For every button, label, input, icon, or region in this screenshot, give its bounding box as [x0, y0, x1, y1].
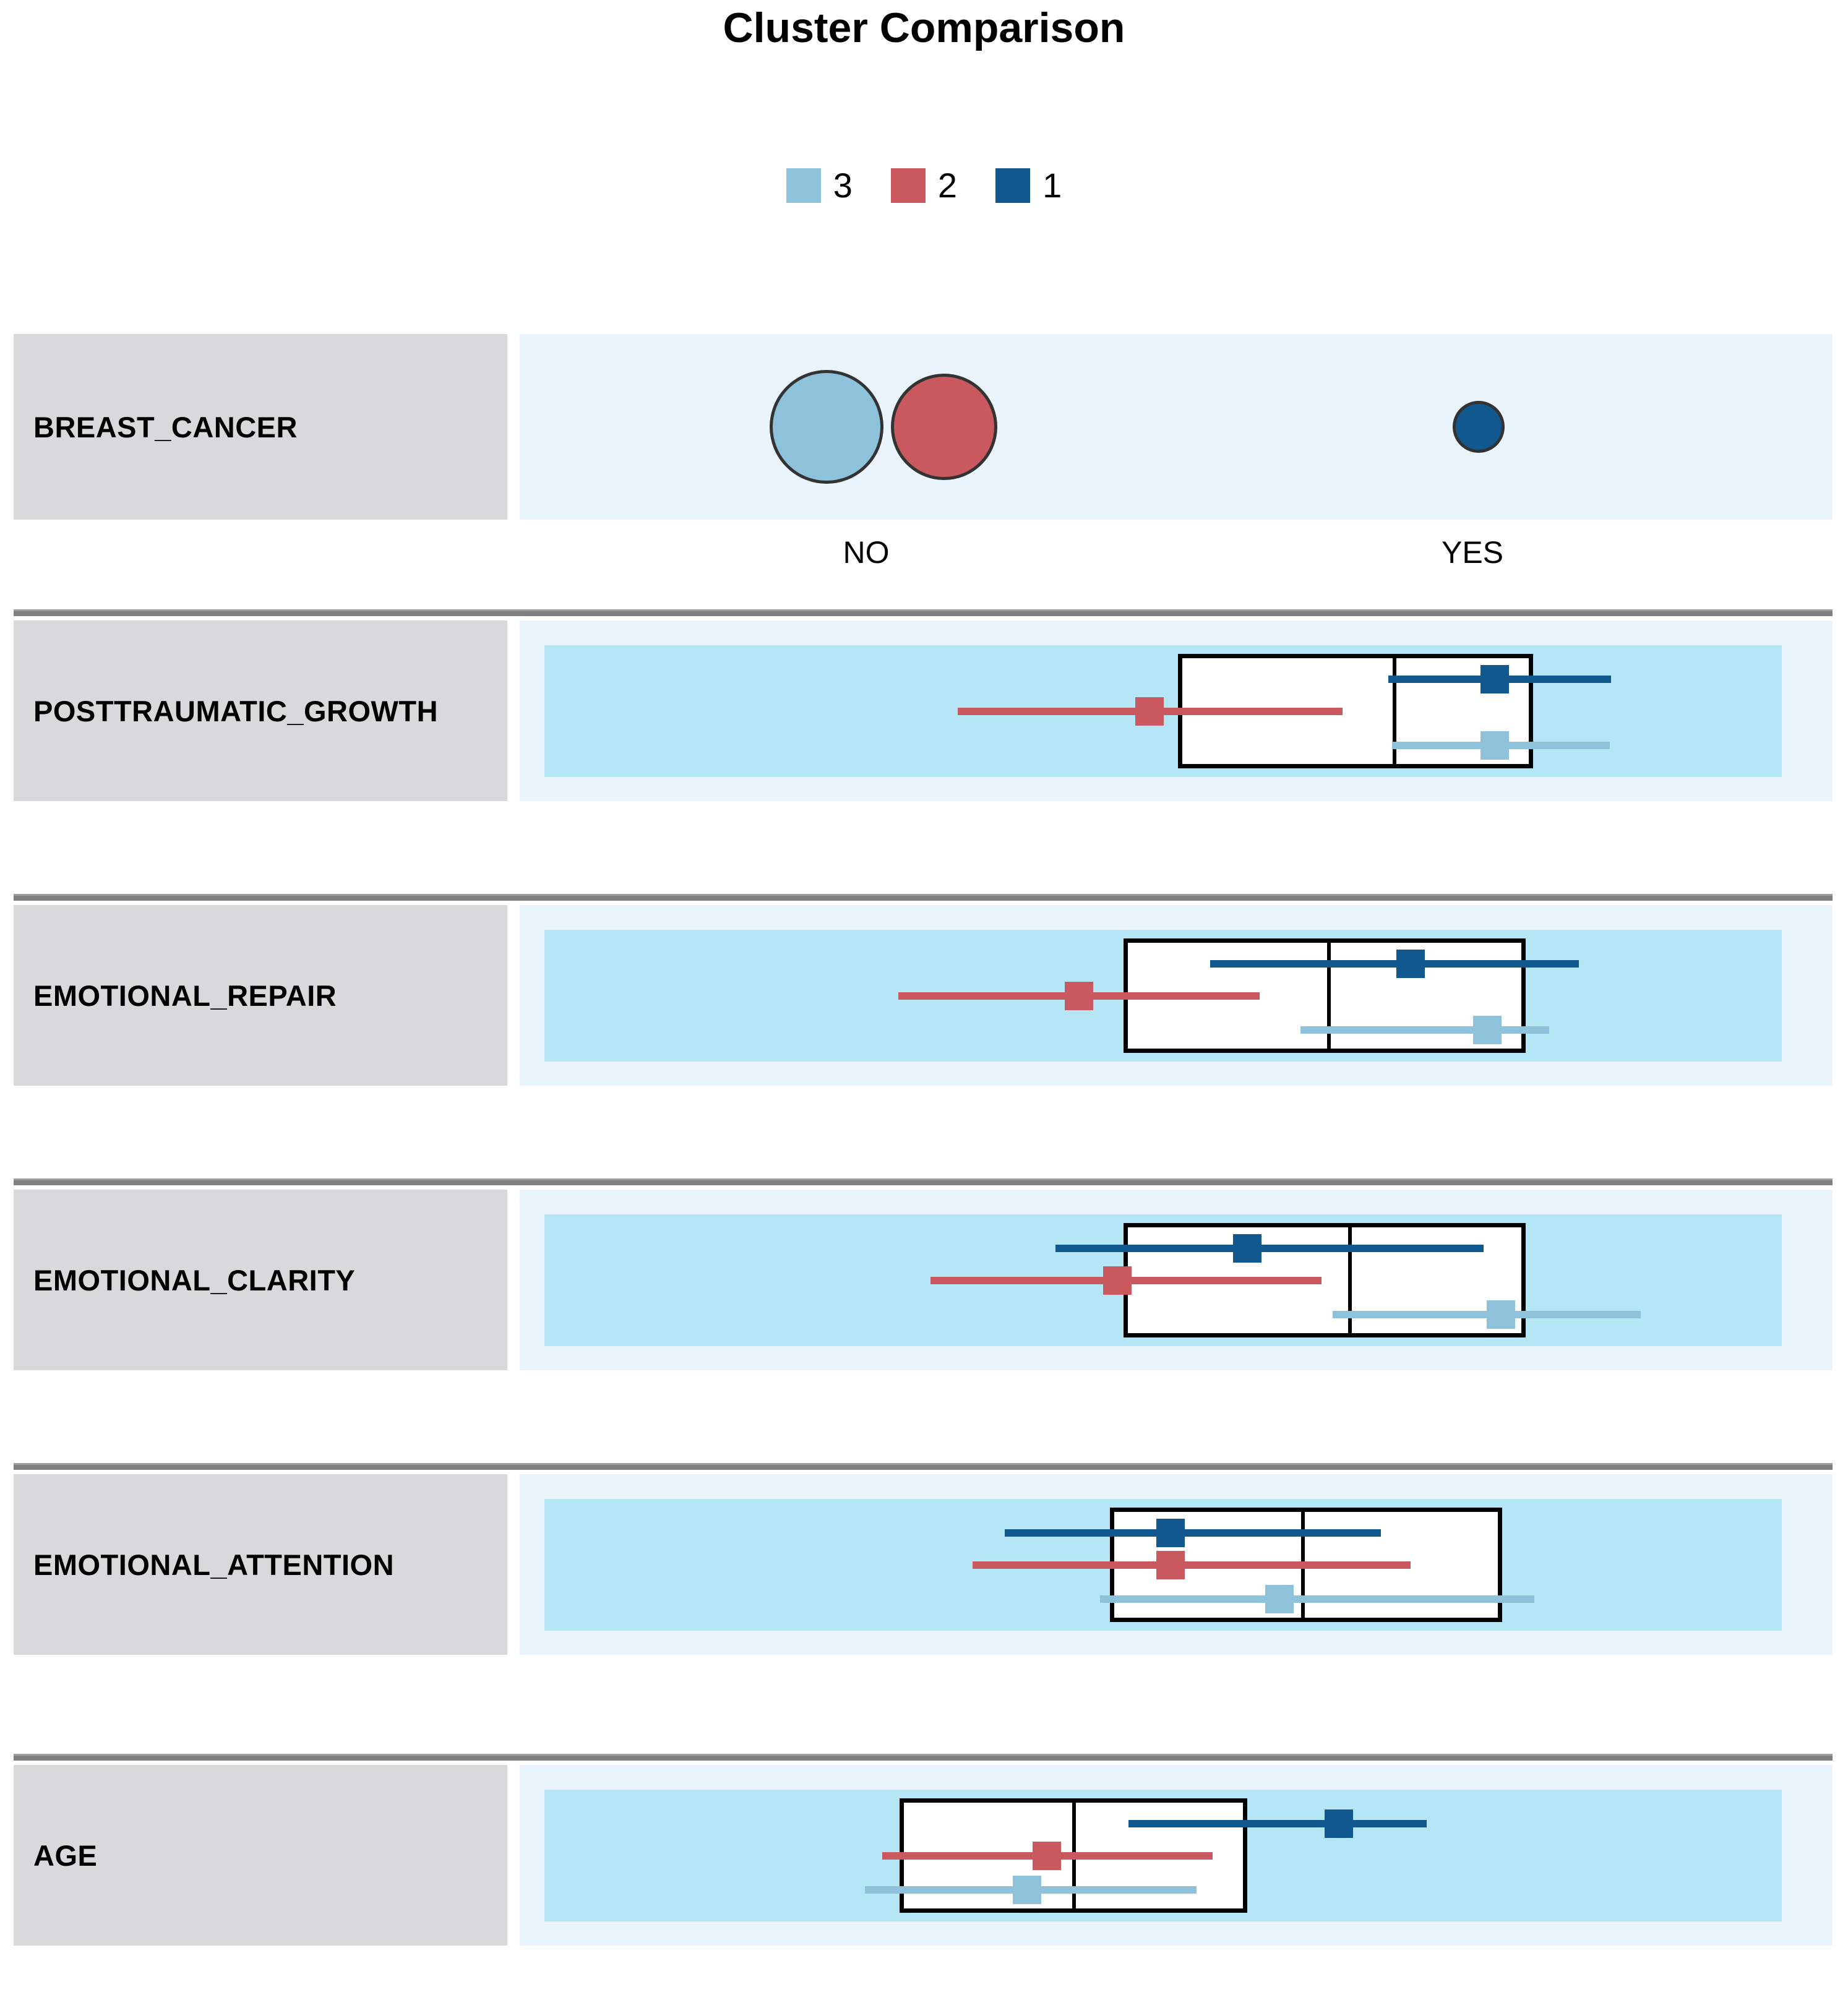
cluster-mean-marker-1[interactable] [1325, 1809, 1353, 1838]
category-circle-cluster-3[interactable] [770, 370, 883, 484]
legend-item-1[interactable]: 1 [995, 168, 1062, 203]
cluster-mean-marker-1[interactable] [1233, 1234, 1261, 1263]
legend-item-label: 2 [937, 166, 958, 205]
cluster-mean-marker-3[interactable] [1473, 1016, 1502, 1044]
cluster-mean-marker-3[interactable] [1481, 731, 1509, 760]
legend-item-label: 1 [1042, 166, 1062, 205]
legend-swatch-icon [786, 168, 821, 203]
legend-item-3[interactable]: 3 [786, 168, 853, 203]
category-axis-label-no: NO [843, 535, 890, 570]
page-title: Cluster Comparison [723, 4, 1125, 51]
row-label-posttraumatic-growth[interactable]: POSTTRAUMATIC_GROWTH [14, 620, 507, 801]
cluster-range-line-1 [1005, 1529, 1381, 1537]
cluster-mean-marker-1[interactable] [1396, 949, 1425, 978]
row-label-emotional-repair[interactable]: EMOTIONAL_REPAIR [14, 905, 507, 1086]
row-separator [14, 609, 1833, 616]
cluster-mean-marker-2[interactable] [1065, 981, 1093, 1010]
cluster-range-line-2 [973, 1561, 1411, 1569]
cluster-mean-marker-2[interactable] [1103, 1266, 1132, 1295]
median-line [1327, 938, 1331, 1053]
legend-item-2[interactable]: 2 [890, 166, 958, 205]
row-label-text: POSTTRAUMATIC_GROWTH [33, 694, 439, 728]
cluster-mean-marker-1[interactable] [1481, 664, 1509, 693]
cluster-range-line-3 [1300, 1026, 1549, 1034]
row-plot-age[interactable] [520, 1765, 1833, 1946]
cluster-mean-marker-3[interactable] [1013, 1876, 1041, 1904]
legend-item-label: 3 [833, 166, 853, 205]
row-label-text: EMOTIONAL_ATTENTION [33, 1548, 395, 1581]
row-plot-emotional-attention[interactable] [520, 1474, 1833, 1655]
legend-swatch-icon [995, 168, 1031, 203]
row-label-text: AGE [33, 1839, 98, 1872]
row-label-emotional-clarity[interactable]: EMOTIONAL_CLARITY [14, 1190, 507, 1370]
cluster-range-line-3 [1100, 1595, 1534, 1603]
cluster-mean-marker-2[interactable] [1033, 1841, 1061, 1870]
median-line [1348, 1223, 1352, 1337]
cluster-mean-marker-2[interactable] [1156, 1550, 1185, 1579]
category-circle-cluster-2[interactable] [891, 374, 997, 480]
cluster-mean-marker-3[interactable] [1487, 1300, 1515, 1329]
cluster-range-line-1 [1128, 1819, 1427, 1827]
row-label-emotional-attention[interactable]: EMOTIONAL_ATTENTION [14, 1474, 507, 1655]
row-plot-breast-cancer[interactable]: NO YES [520, 334, 1833, 570]
row-separator [14, 1178, 1833, 1185]
cluster-mean-marker-2[interactable] [1135, 697, 1164, 726]
row-separator [14, 1754, 1833, 1761]
row-label-text: EMOTIONAL_CLARITY [33, 1263, 356, 1297]
cluster-mean-marker-3[interactable] [1265, 1585, 1294, 1613]
cluster-range-line-1 [1210, 959, 1579, 968]
median-line [1393, 654, 1396, 768]
cluster-range-line-1 [1055, 1244, 1484, 1252]
row-label-text: EMOTIONAL_REPAIR [33, 979, 337, 1012]
category-axis-label-yes: YES [1441, 535, 1504, 570]
legend: 3 2 1 [0, 168, 1848, 203]
row-separator [14, 894, 1833, 901]
row-label-text: BREAST_CANCER [33, 410, 298, 444]
row-plot-posttraumatic-growth[interactable] [520, 620, 1833, 801]
row-plot-emotional-repair[interactable] [520, 905, 1833, 1086]
row-label-breast-cancer[interactable]: BREAST_CANCER [14, 334, 507, 520]
row-label-age[interactable]: AGE [14, 1765, 507, 1946]
cluster-mean-marker-1[interactable] [1156, 1518, 1185, 1547]
row-plot-emotional-clarity[interactable] [520, 1190, 1833, 1370]
legend-swatch-icon [890, 168, 926, 203]
row-separator [14, 1463, 1833, 1470]
category-circle-cluster-1[interactable] [1453, 401, 1505, 453]
